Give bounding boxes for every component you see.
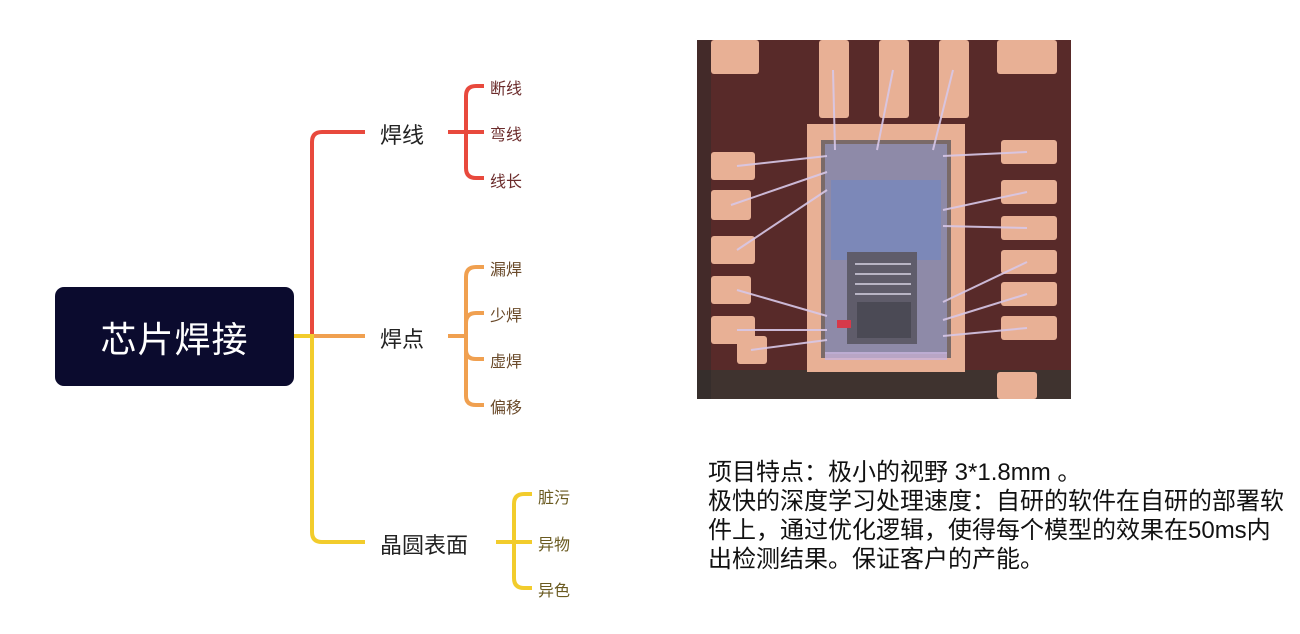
branch-jingyuan: 晶圆表面 xyxy=(380,528,468,560)
connector-root-hanxian xyxy=(294,132,365,336)
mindmap: 芯片焊接 焊线 焊点 晶圆表面 断线 弯线 线长 漏焊 少焊 虚焊 偏移 脏污 … xyxy=(0,0,680,634)
connector-root-jingyuan xyxy=(294,336,365,542)
leaf-yise: 异色 xyxy=(538,577,570,601)
leaf-louhan: 漏焊 xyxy=(490,256,522,280)
description-line-2: 极快的深度学习处理速度：自研的软件在自研的部署软件上，通过优化逻辑，使得每个模型… xyxy=(708,487,1288,574)
leaf-shaohan: 少焊 xyxy=(490,302,522,326)
leaf-wanxian: 弯线 xyxy=(490,121,522,145)
project-description: 项目特点：极小的视野 3*1.8mm 。 极快的深度学习处理速度：自研的软件在自… xyxy=(708,458,1288,574)
leaf-pianyi: 偏移 xyxy=(490,394,522,418)
connector-hanxian-leaves xyxy=(448,86,484,178)
connector-handian-leaves xyxy=(448,267,484,405)
description-line-1: 项目特点：极小的视野 3*1.8mm 。 xyxy=(708,458,1288,487)
leaf-yiwu: 异物 xyxy=(538,531,570,555)
branch-handian: 焊点 xyxy=(380,322,424,354)
leaf-zangwu: 脏污 xyxy=(538,484,570,508)
leaf-xuhan: 虚焊 xyxy=(490,348,522,372)
connector-jingyuan-leaves xyxy=(496,494,532,588)
leaf-xianchang: 线长 xyxy=(490,168,522,192)
leaf-duanxian: 断线 xyxy=(490,75,522,99)
root-node: 芯片焊接 xyxy=(55,287,294,386)
branch-hanxian: 焊线 xyxy=(380,118,424,150)
chip-micrograph-image xyxy=(697,40,1071,399)
